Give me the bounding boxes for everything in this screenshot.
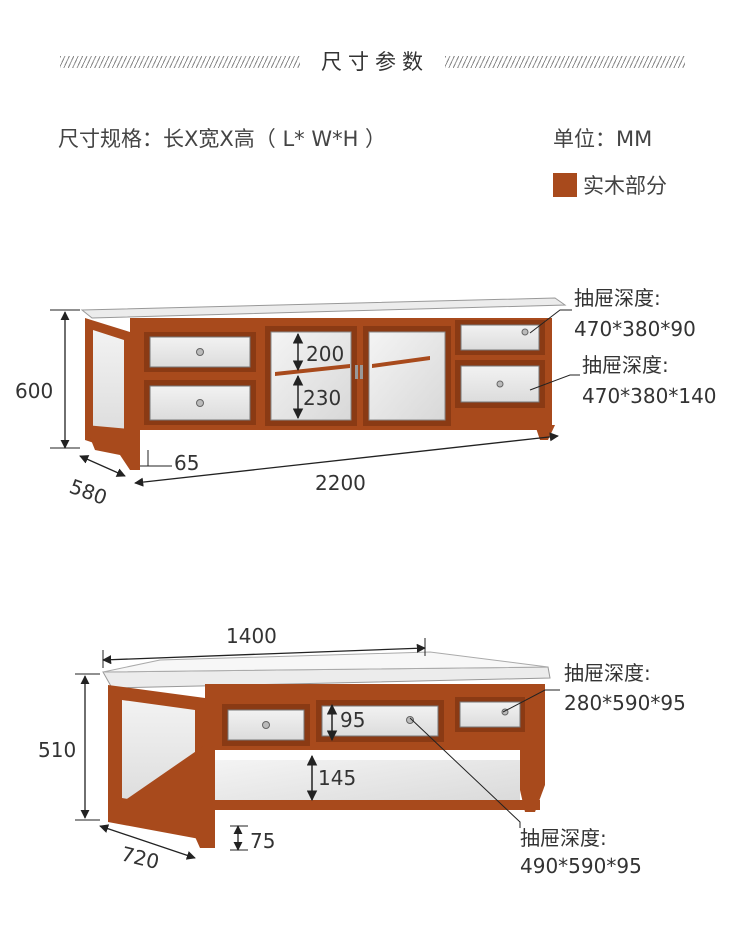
coffee-table: 1400 510 720 75 95 145 抽屉深度: 280*590*95 … xyxy=(38,624,686,878)
tv-depth-label: 580 xyxy=(66,474,110,510)
legend-swatch xyxy=(553,173,577,197)
table-leg-height-label: 75 xyxy=(250,829,275,853)
table-bottom-rail xyxy=(205,800,540,810)
section-header: 尺寸参数 xyxy=(0,40,750,80)
knob-icon xyxy=(196,348,204,356)
legend-solid-wood: 实木部分 xyxy=(553,170,667,200)
tv-height-label: 600 xyxy=(15,379,53,403)
knob-icon xyxy=(521,328,529,336)
tv-cabinet-side-panel xyxy=(93,330,124,440)
tv-lower-shelf-label: 230 xyxy=(303,386,341,410)
table-drawer-side-size: 280*590*95 xyxy=(564,691,686,715)
table-leg-right xyxy=(520,735,545,812)
table-drawer-center-title: 抽屉深度: xyxy=(520,826,607,850)
table-depth-dim-line xyxy=(99,824,196,860)
table-length-dim-line xyxy=(102,643,426,665)
tv-inner-shelf-left xyxy=(275,364,350,376)
handle-icon xyxy=(355,365,358,379)
table-height-label: 510 xyxy=(38,738,76,762)
tv-leg-height-label: 65 xyxy=(174,451,199,475)
tv-drawer-bottom-title: 抽屉深度: xyxy=(582,353,669,377)
tv-length-label: 2200 xyxy=(315,471,366,495)
header-hatch-left xyxy=(60,56,300,68)
handle-icon xyxy=(360,365,363,379)
table-length-label: 1400 xyxy=(226,624,277,648)
table-drawer-center-size: 490*590*95 xyxy=(520,854,642,878)
table-leg-front xyxy=(108,745,215,848)
knob-icon xyxy=(496,380,504,388)
tv-inner-shelf-right xyxy=(372,356,430,368)
table-drawer-side-title: 抽屉深度: xyxy=(564,661,651,685)
table-depth-label: 720 xyxy=(119,842,162,875)
table-shelf-edge xyxy=(215,742,520,750)
legend-label: 实木部分 xyxy=(583,174,667,198)
tv-upper-shelf-label: 200 xyxy=(306,342,344,366)
tv-depth-dim-line xyxy=(79,455,126,477)
tv-drawer-bottom-size: 470*380*140 xyxy=(582,384,717,408)
tv-cabinet-top xyxy=(80,297,567,319)
tv-cabinet-leg-left xyxy=(85,425,140,470)
header-hatch-right xyxy=(445,56,685,68)
tv-drawer-top-size: 470*380*90 xyxy=(574,317,696,341)
unit-text: 单位：MM xyxy=(553,127,653,151)
table-shelf-height-label: 145 xyxy=(318,766,356,790)
size-spec-text: 尺寸规格：长X宽X高（ L* W*H ） xyxy=(58,127,387,151)
knob-icon xyxy=(262,721,270,729)
tv-cabinet: 600 580 2200 65 200 230 抽屉深度: 470*380*90… xyxy=(15,286,717,510)
tv-drawer-top-title: 抽屉深度: xyxy=(574,286,661,310)
table-drawer-height-label: 95 xyxy=(340,708,365,732)
tv-length-dim-line xyxy=(134,432,559,487)
knob-icon xyxy=(196,399,204,407)
knob-icon xyxy=(406,716,414,724)
section-title: 尺寸参数 xyxy=(321,50,429,74)
